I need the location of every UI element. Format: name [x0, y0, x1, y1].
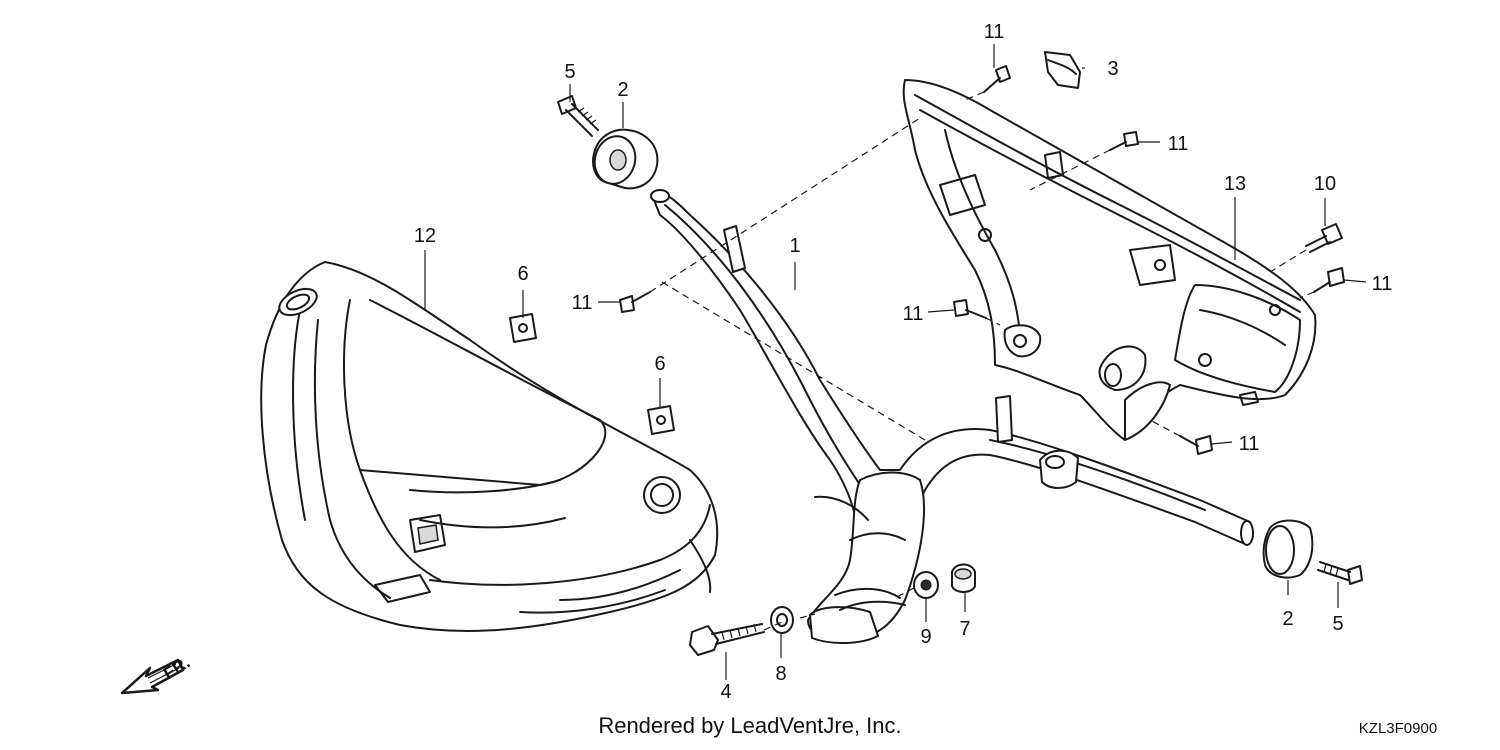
callout-5-left: 5 — [564, 61, 575, 83]
callout-10: 10 — [1314, 173, 1336, 195]
callout-4: 4 — [720, 681, 731, 703]
screw-11-center — [953, 299, 987, 319]
rendered-by-footer: Rendered by LeadVentJre, Inc. — [598, 713, 901, 738]
collar-9 — [913, 571, 939, 599]
bolt-5-left — [557, 95, 599, 137]
callout-11-top: 11 — [984, 21, 1005, 43]
grommet-7 — [951, 563, 976, 593]
callout-11-left: 11 — [572, 292, 593, 314]
callout-7: 7 — [959, 618, 970, 640]
callout-2-right: 2 — [1282, 608, 1293, 630]
callout-11-bottom: 11 — [1239, 433, 1260, 455]
screw-11-top — [983, 65, 1011, 93]
callout-labels: 1 2 2 3 4 5 5 6 6 7 8 9 10 11 11 11 11 1… — [414, 21, 1393, 703]
handlebar-weight-rubber-right — [1262, 519, 1314, 579]
callout-1: 1 — [789, 235, 800, 257]
bolt-4 — [689, 623, 765, 656]
screw-11-bottom — [1179, 435, 1213, 455]
callout-2-left: 2 — [617, 79, 628, 101]
callout-11-upper-mid: 11 — [1168, 133, 1189, 155]
assembly-lines — [649, 91, 1315, 631]
bolt-5-right — [1317, 561, 1363, 585]
bolt-10 — [1305, 223, 1343, 253]
front-handlebar-cover — [260, 261, 719, 632]
callout-8: 8 — [775, 663, 786, 685]
handlebar-pipe — [650, 189, 1254, 645]
callout-5-right: 5 — [1332, 613, 1343, 635]
callout-13: 13 — [1224, 173, 1246, 195]
callout-11-right: 11 — [1372, 273, 1393, 295]
callout-6-upper: 6 — [517, 263, 528, 285]
callout-3: 3 — [1107, 58, 1118, 80]
screw-11-right — [1313, 267, 1345, 293]
clip-nut-6-lower — [647, 405, 675, 435]
screw-11-left — [619, 291, 651, 313]
callout-6-lower: 6 — [654, 353, 665, 375]
callout-12: 12 — [414, 225, 436, 247]
washer-8 — [770, 606, 794, 634]
front-direction-arrow: FR. — [120, 653, 193, 695]
screw-11-upper-mid — [1109, 131, 1139, 151]
rear-handlebar-cover — [902, 79, 1317, 441]
clip-3 — [1044, 51, 1081, 89]
leader-lines — [424, 44, 1367, 680]
diagram-code: KZL3F0900 — [1359, 720, 1437, 737]
callout-11-center: 11 — [903, 303, 924, 325]
clip-nut-6-upper — [509, 313, 537, 343]
handlebar-weight-rubber-left — [592, 128, 659, 190]
callout-9: 9 — [920, 626, 931, 648]
